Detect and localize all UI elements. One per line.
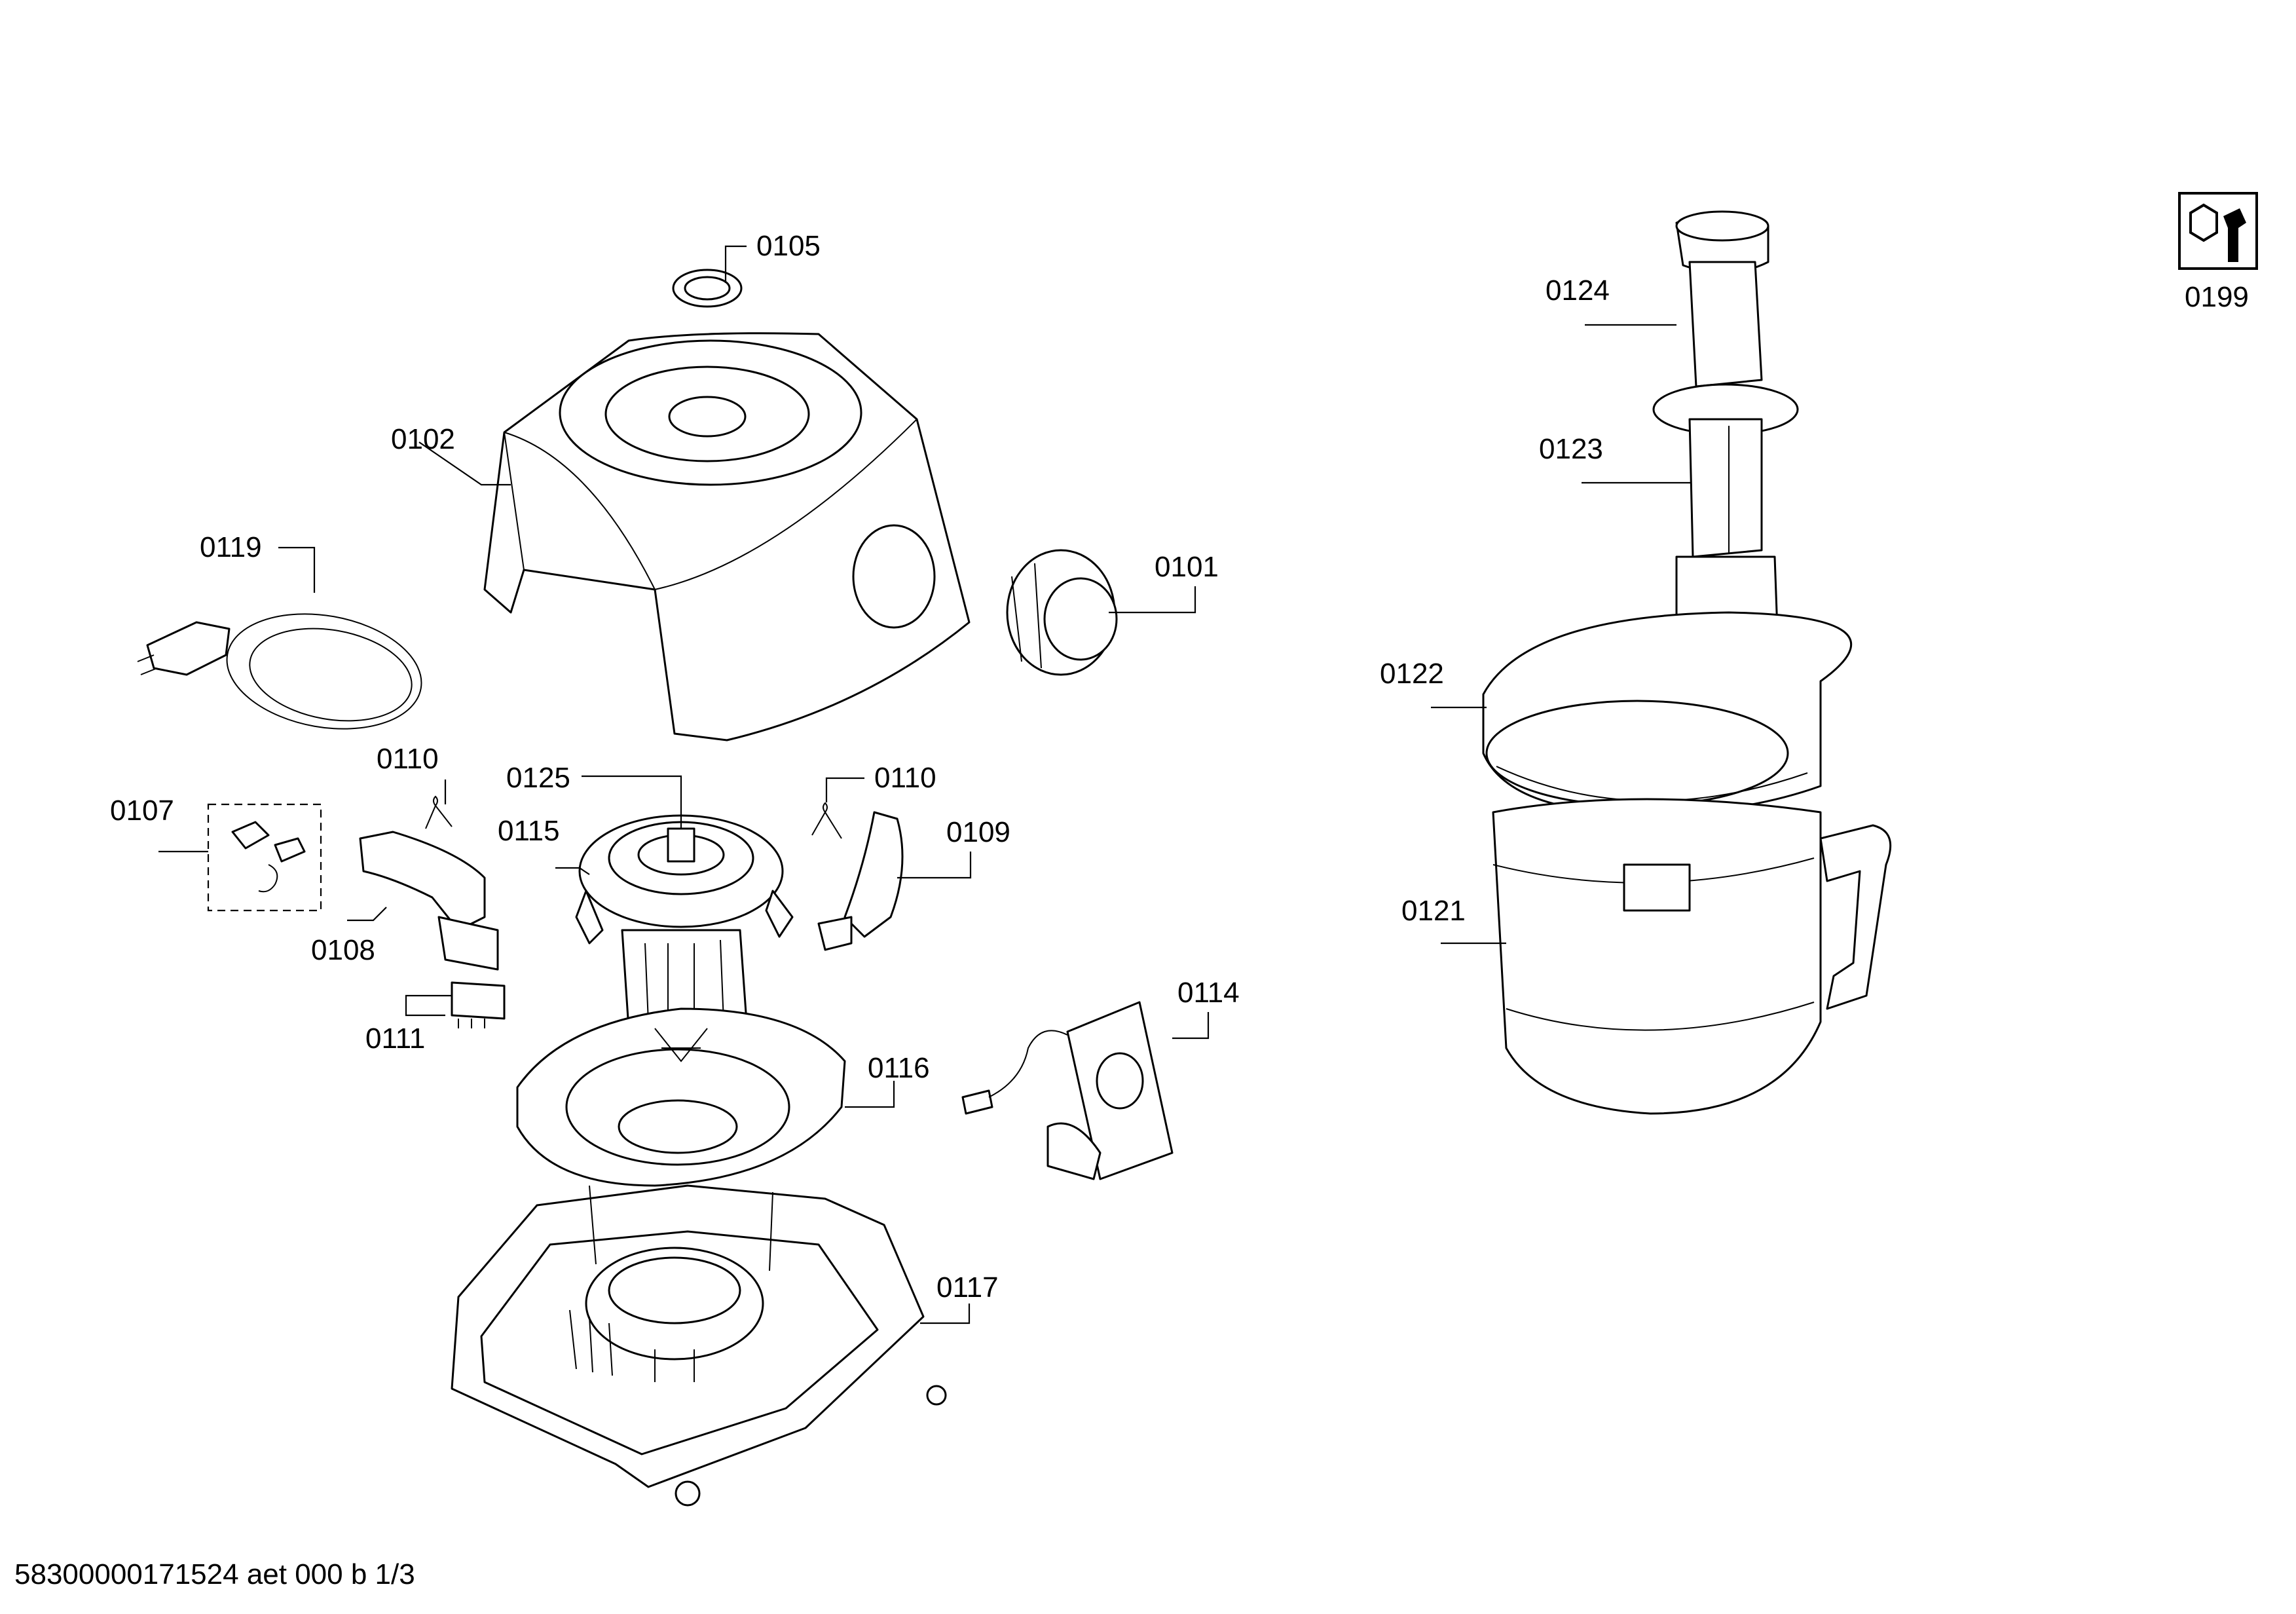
- callout-0110-left: 0110: [377, 743, 439, 775]
- part-0111-small-board: [451, 981, 506, 1028]
- part-0121-mixing-bowl: [1492, 798, 1892, 1115]
- callout-0107: 0107: [110, 795, 174, 827]
- part-0122-bowl-lid: [1482, 555, 1853, 815]
- part-0123-inner-pusher: [1688, 418, 1763, 558]
- part-0109-brush-arm-right: [817, 811, 904, 951]
- part-0108-brush-arm-left: [359, 831, 499, 971]
- leader-lines: [158, 245, 1692, 1324]
- part-0117-base: [451, 1184, 947, 1507]
- callout-0123: 0123: [1539, 433, 1603, 465]
- callout-0124: 0124: [1546, 274, 1610, 307]
- part-0125-coupling-shaft: [667, 827, 695, 863]
- part-0110-spring-right: [811, 802, 842, 839]
- callout-0111: 0111: [365, 1023, 425, 1055]
- part-0105-ring: [672, 269, 743, 308]
- document-reference-footer: 58300000171524 aet 000 b 1/3: [14, 1558, 415, 1590]
- part-0101-rotary-switch: [1006, 549, 1118, 676]
- part-0115-motor: [575, 814, 794, 1030]
- callout-0108: 0108: [311, 934, 375, 966]
- callout-0114: 0114: [1177, 977, 1240, 1009]
- callout-0110-right: 0110: [874, 762, 936, 794]
- callout-0117: 0117: [936, 1271, 999, 1304]
- callout-0121: 0121: [1401, 895, 1466, 927]
- callout-0116: 0116: [868, 1052, 930, 1084]
- part-0116-fan-housing: [516, 1007, 846, 1187]
- callout-0125: 0125: [506, 762, 570, 794]
- service-kit-wrench-icon: [2178, 192, 2258, 270]
- part-0114-control-board: [961, 1001, 1174, 1180]
- callout-0122: 0122: [1380, 658, 1444, 690]
- callout-0109: 0109: [946, 816, 1010, 848]
- callout-0101: 0101: [1155, 551, 1219, 583]
- part-0102-housing-cover: [483, 332, 971, 741]
- part-0124-food-pusher: [1652, 210, 1799, 436]
- part-0110-spring-left: [425, 795, 453, 829]
- part-0107-brush-kit: [207, 803, 322, 912]
- part-0119-power-cord: [137, 613, 422, 730]
- callout-0199: 0199: [2185, 281, 2249, 313]
- callout-0102: 0102: [391, 423, 455, 455]
- callout-0115: 0115: [498, 815, 560, 847]
- callout-0119: 0119: [200, 531, 262, 563]
- callout-0105: 0105: [756, 230, 821, 262]
